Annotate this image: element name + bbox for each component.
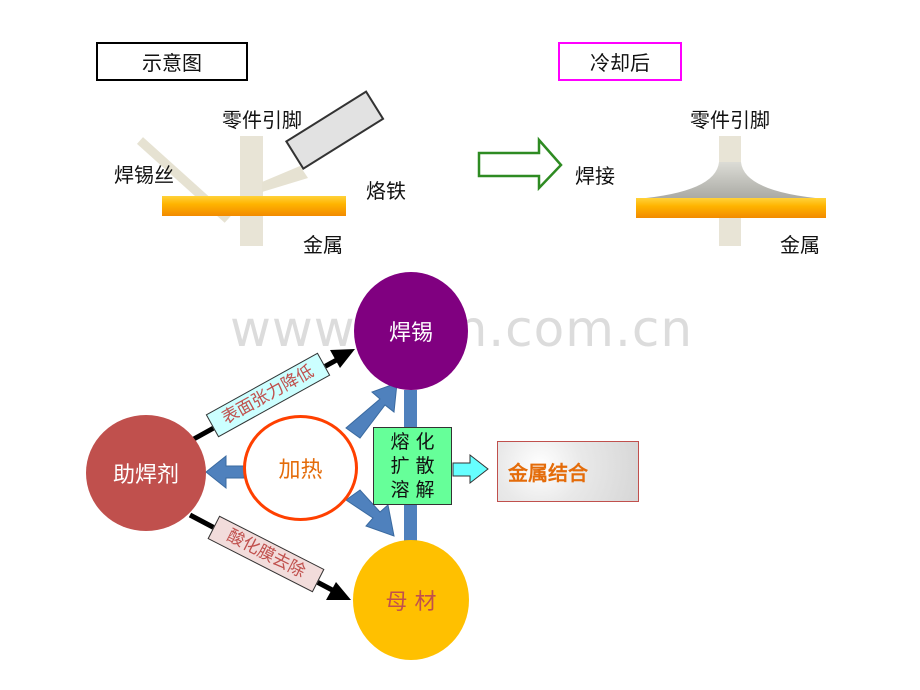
base-material-label: 母 材 <box>385 590 437 615</box>
solder-wire-label: 焊锡丝 <box>114 163 174 187</box>
metal-label-left: 金属 <box>303 233 343 257</box>
flux-label: 助焊剂 <box>112 463 179 488</box>
process-diffuse: 扩 散 <box>390 455 435 477</box>
solder-circle: 焊锡 <box>354 272 468 390</box>
process-box: 熔 化 扩 散 溶 解 <box>373 427 452 505</box>
solder-label: 焊锡 <box>388 321 433 346</box>
joint-label: 焊接 <box>575 164 615 188</box>
pin-label-left: 零件引脚 <box>222 108 302 132</box>
metal-bond-label: 金属结合 <box>508 461 588 485</box>
process-melt: 熔 化 <box>390 431 435 453</box>
base-material-circle: 母 材 <box>353 540 469 660</box>
iron-label: 烙铁 <box>366 179 406 203</box>
metal-label-right: 金属 <box>780 233 820 257</box>
metal-bond-box: 金属结合 <box>497 441 639 502</box>
metal-bar-left <box>162 196 346 216</box>
metal-bar-right <box>636 198 826 218</box>
schematic-title: 示意图 <box>96 42 248 81</box>
pin-label-right: 零件引脚 <box>690 108 770 132</box>
flux-circle: 助焊剂 <box>86 415 206 531</box>
component-pin-left <box>240 136 263 246</box>
heating-ring: 加热 <box>243 415 358 521</box>
after-cooling-title: 冷却后 <box>558 42 682 81</box>
heating-label: 加热 <box>278 458 323 483</box>
process-dissolve: 溶 解 <box>390 479 435 501</box>
